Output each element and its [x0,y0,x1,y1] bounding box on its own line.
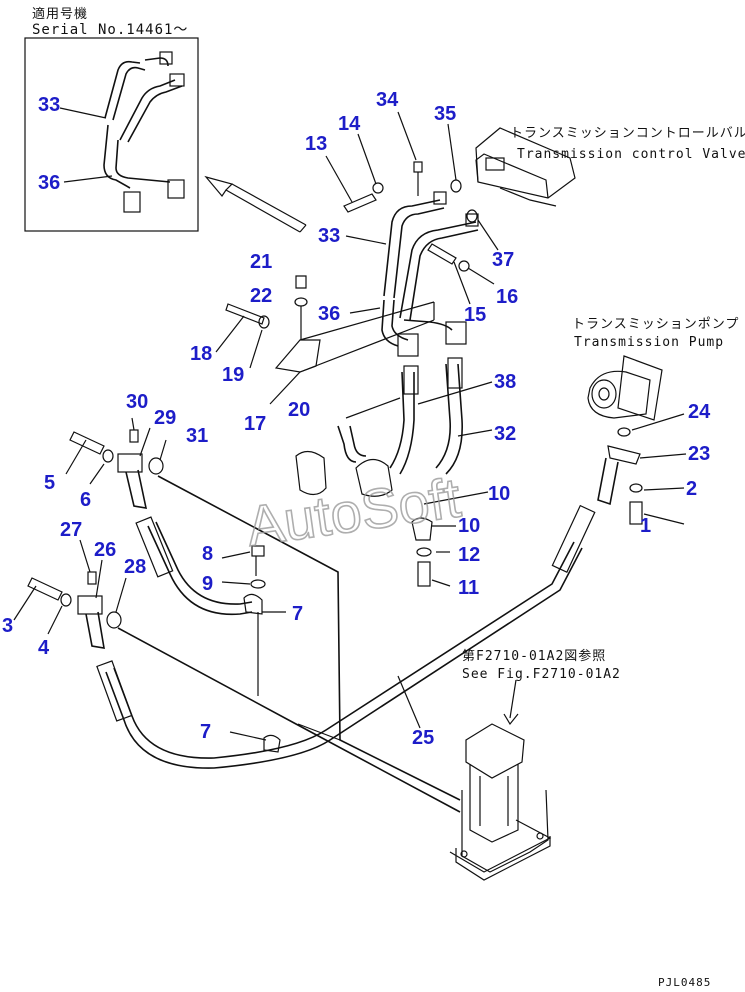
callout-38: 38 [494,371,516,393]
drawing-code: PJL0485 [658,976,711,989]
callout-27: 27 [60,519,82,541]
callout-20: 20 [288,399,310,421]
callout-4: 4 [38,637,50,659]
callout-35: 35 [434,103,456,125]
callout-33: 33 [318,225,340,247]
callout-24: 24 [688,401,711,423]
callout-6: 6 [80,489,91,511]
callout-13: 13 [305,133,327,155]
inset-arrow [204,175,307,233]
callout-34: 34 [376,89,399,111]
callout-12: 12 [458,544,480,566]
callout-22: 22 [250,285,272,307]
callout-17: 17 [244,413,266,435]
pump-label-en: Transmission Pump [574,335,724,350]
upper-fasteners [343,161,478,272]
reference-label-en: See Fig.F2710-01A2 [462,667,621,682]
callout-8: 8 [202,543,213,565]
control-valve [475,127,576,207]
callout-26: 26 [94,539,116,561]
inset-view [24,37,199,232]
callout-36-inset: 36 [38,172,60,194]
callout-19: 19 [222,364,244,386]
callout-36: 36 [318,303,340,325]
hose-assembly [295,357,463,541]
tube-25 [117,475,461,813]
callout-18: 18 [190,343,212,365]
pump-label-jp: トランスミッションポンプ [572,317,739,332]
callout-11: 11 [458,577,479,599]
callout-21: 21 [250,251,272,273]
callout-2: 2 [686,478,697,500]
callout-31: 31 [186,425,208,447]
callout-14: 14 [338,113,361,135]
clamps-and-bolts [243,545,432,753]
valve-label-jp: トランスミッションコントロールバルブ [510,125,745,141]
callout-28: 28 [124,556,146,578]
serial-label: Serial No.14461～ [32,22,189,38]
bracket-17 [225,275,435,373]
applicable-label: 適用号機 [32,7,89,22]
callout-37: 37 [492,249,514,271]
callout-10b: 10 [458,515,480,537]
callout-9: 9 [202,573,213,595]
callout-30: 30 [126,391,148,413]
callout-7b: 7 [200,721,211,743]
flexible-hoses [96,504,596,769]
watermark: AutoSoft [243,465,465,557]
callout-7a: 7 [292,603,303,625]
callout-32: 32 [494,423,516,445]
pipes-33-36 [381,191,479,357]
filter-unit [449,723,552,881]
callout-23: 23 [688,443,710,465]
callout-25: 25 [412,727,434,749]
reference-label-jp: 第F2710-01A2図参照 [462,648,606,664]
left-lower-fitting [27,571,122,649]
valve-label-en: Transmission control Valve [517,147,745,162]
callout-33-inset: 33 [38,94,60,116]
callout-15: 15 [464,304,486,326]
callout-10a: 10 [488,483,510,505]
callout-16: 16 [496,286,518,308]
callout-3: 3 [2,615,13,637]
transmission-pump [587,355,663,525]
left-upper-fitting [69,429,164,509]
callout-29: 29 [154,407,176,429]
callout-1: 1 [640,515,651,537]
callout-5: 5 [44,472,55,494]
